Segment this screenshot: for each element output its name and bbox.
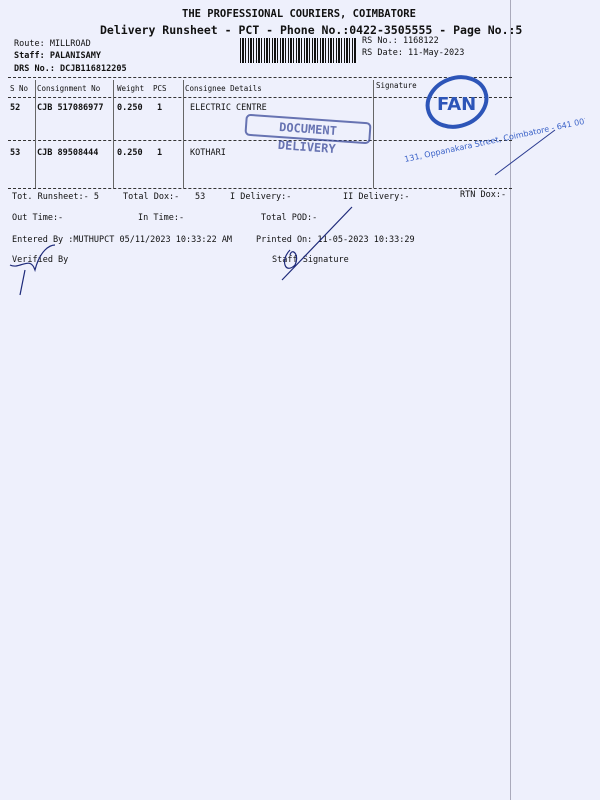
row-sno: 52: [10, 103, 21, 113]
col-sno: S No: [10, 84, 29, 93]
staff-signature-label: Staff Signature: [272, 255, 349, 265]
printed-on: Printed On: 11-05-2023 10:33:29: [256, 235, 415, 245]
row-consignee: ELECTRIC CENTRE: [190, 103, 267, 113]
column-line: [113, 80, 114, 188]
ii-delivery: II Delivery:-: [343, 192, 410, 202]
col-consignment: Consignment No: [37, 84, 101, 93]
drs-number: DRS No.: DCJB116812205: [14, 64, 127, 74]
entered-by: Entered By :MUTHUPCT 05/11/2023 10:33:22…: [12, 235, 233, 245]
out-time: Out Time:-: [12, 213, 64, 223]
row-consignee: KOTHARI: [190, 148, 226, 158]
rtn-dox: RTN Dox:-: [460, 190, 507, 200]
divider: [8, 97, 512, 98]
shop-address: 131, Oppanakara Street, Coimbatore - 641…: [404, 116, 585, 164]
row-pcs: 1: [157, 103, 163, 113]
verified-by: Verified By: [12, 255, 69, 265]
col-consignee: Consignee Details: [185, 84, 262, 93]
total-runsheet: Tot. Runsheet:- 5: [12, 192, 99, 202]
row-pcs: 1: [157, 148, 163, 158]
runsheet-subtitle: Delivery Runsheet - PCT - Phone No.:0422…: [100, 23, 523, 37]
row-consignment: CJB 89508444: [37, 148, 99, 158]
verifier-signature: [9, 244, 56, 296]
row-consignment: CJB 517086977: [37, 103, 104, 113]
barcode: [240, 38, 356, 63]
shop-name: FAN: [437, 94, 476, 115]
rs-date: RS Date: 11-May-2023: [362, 48, 465, 58]
total-pod: Total POD:-: [261, 213, 318, 223]
row-weight: 0.250: [117, 148, 143, 158]
staff: Staff: PALANISAMY: [14, 51, 101, 61]
column-line: [183, 80, 184, 188]
route: Route: MILLROAD: [14, 39, 91, 49]
shop-stamp: FAN 131, Oppanakara Street, Coimbatore -…: [404, 75, 585, 176]
fold-line: [510, 0, 511, 800]
column-line: [373, 80, 374, 188]
col-signature: Signature: [376, 81, 417, 90]
total-dox-label: Total Dox:-: [123, 192, 180, 202]
column-line: [35, 80, 36, 188]
row-sno: 53: [10, 148, 21, 158]
staff-signature: [281, 206, 353, 281]
divider: [8, 188, 512, 189]
col-weight: Weight: [117, 84, 145, 93]
col-pcs: PCS: [153, 84, 167, 93]
divider: [8, 77, 512, 78]
in-time: In Time:-: [138, 213, 185, 223]
i-delivery: I Delivery:-: [230, 192, 292, 202]
company-name: THE PROFESSIONAL COURIERS, COIMBATORE: [182, 8, 416, 20]
rs-number: RS No.: 1168122: [362, 36, 439, 46]
row-weight: 0.250: [117, 103, 143, 113]
divider: [8, 140, 512, 141]
total-dox-value: 53: [195, 192, 206, 202]
